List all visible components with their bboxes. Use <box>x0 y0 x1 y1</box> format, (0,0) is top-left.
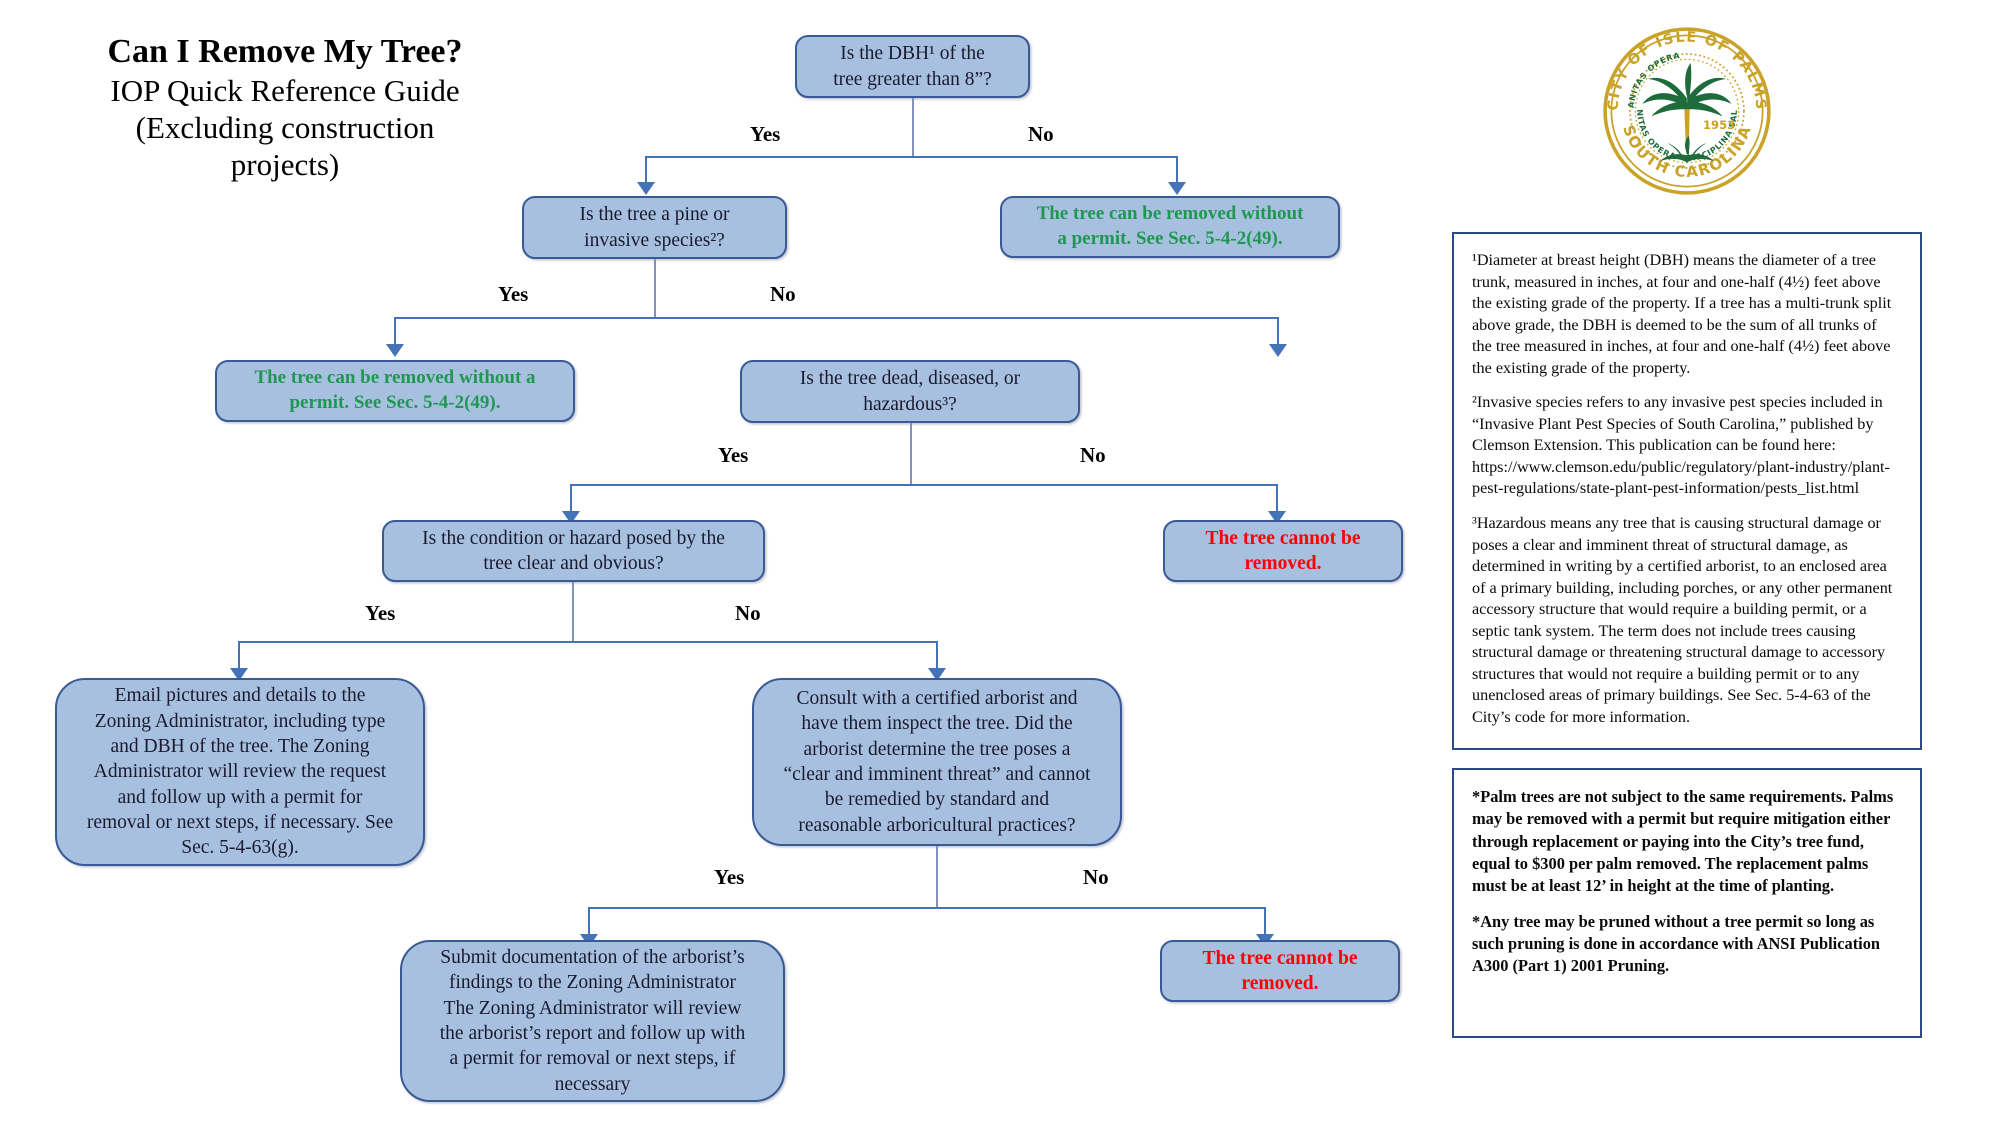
arrow-dbh-yes <box>637 182 655 195</box>
node-action-submit-documentation[interactable]: Submit documentation of the arborist’s f… <box>400 940 785 1102</box>
connector-dbh-bus <box>645 156 1178 159</box>
node-dbh-line2: tree greater than 8”? <box>833 68 992 90</box>
node-dead-line2: hazardous³? <box>863 393 957 415</box>
node-pine-line2: invasive species²? <box>584 229 725 251</box>
label-dbh-yes: Yes <box>750 122 781 146</box>
footnotes-panel: ¹Diameter at breast height (DBH) means t… <box>1452 232 1922 750</box>
arborist-line4: “clear and imminent threat” and cannot <box>783 764 1091 785</box>
connector-dead-no-drop <box>1276 484 1279 516</box>
arborist-line3: arborist determine the tree poses a <box>803 738 1071 760</box>
result-removable-right-line1: The tree can be removed without <box>1036 203 1304 225</box>
connector-dbh-stem <box>912 98 914 157</box>
arborist-line5: be remedied by standard and <box>824 789 1050 811</box>
city-seal-logo: CITY OF ISLE OF PALMS SOUTH CAROLINA SAN… <box>1592 15 1782 200</box>
connector-arborist-no-drop <box>1264 907 1267 939</box>
submit-line1: Submit documentation of the arborist’s <box>440 946 745 968</box>
result-cannot-bottom-line1: The tree cannot be <box>1202 947 1358 969</box>
connector-arborist-bus <box>588 907 1266 910</box>
connector-dbh-no-drop <box>1176 156 1179 187</box>
email-line1: Email pictures and details to the <box>114 685 366 707</box>
result-removable-right-line2: a permit. See Sec. 5-4-2(49). <box>1057 228 1283 249</box>
email-line7: Sec. 5-4-63(g). <box>181 837 299 859</box>
label-pine-no: No <box>770 282 796 306</box>
connector-dead-yes-drop <box>570 484 573 516</box>
arrow-clear-yes <box>230 668 248 681</box>
label-dbh-no: No <box>1028 122 1054 146</box>
submit-line3: The Zoning Administrator will review <box>443 997 742 1019</box>
palm-note: *Palm trees are not subject to the same … <box>1472 787 1894 896</box>
arborist-line1: Consult with a certified arborist and <box>796 687 1078 709</box>
result-cannot-bottom-line2: removed. <box>1241 973 1319 994</box>
result-cannot-mid-line2: removed. <box>1244 553 1322 574</box>
node-result-cannot-remove-bottom[interactable]: The tree cannot be removed. <box>1160 940 1400 1002</box>
node-action-email-zoning[interactable]: Email pictures and details to the Zoning… <box>55 678 425 866</box>
title-line-1: Can I Remove My Tree? <box>107 33 463 70</box>
connector-pine-yes-drop <box>394 317 397 349</box>
footnote-2: ²Invasive species refers to any invasive… <box>1472 393 1890 498</box>
node-question-dbh[interactable]: Is the DBH¹ of the tree greater than 8”? <box>795 35 1030 98</box>
connector-arborist-stem <box>936 846 938 908</box>
arrow-dbh-no <box>1168 182 1186 195</box>
connector-clear-no-drop <box>936 641 939 673</box>
connector-dead-stem <box>910 423 912 485</box>
node-question-pine-invasive[interactable]: Is the tree a pine or invasive species²? <box>522 196 787 259</box>
pruning-note: *Any tree may be pruned without a tree p… <box>1472 911 1881 976</box>
arrow-pine-no <box>1269 344 1287 357</box>
submit-line4: the arborist’s report and follow up with <box>439 1023 746 1044</box>
label-dead-yes: Yes <box>718 443 749 467</box>
email-line4: Administrator will review the request <box>93 761 387 783</box>
label-clear-no: No <box>735 601 761 625</box>
node-clear-line1: Is the condition or hazard posed by the <box>422 527 725 549</box>
connector-clear-bus <box>238 641 938 644</box>
label-pine-yes: Yes <box>498 282 529 306</box>
seal-year: 1953 <box>1703 118 1735 132</box>
email-line6: removal or next steps, if necessary. See <box>86 812 394 834</box>
footnote-3: ³Hazardous means any tree that is causin… <box>1472 514 1893 726</box>
arrow-clear-no <box>928 668 946 681</box>
connector-clear-stem <box>572 582 574 642</box>
node-question-dead-diseased[interactable]: Is the tree dead, diseased, or hazardous… <box>740 360 1080 423</box>
label-arborist-yes: Yes <box>714 865 745 889</box>
arborist-line2: have them inspect the tree. Did the <box>801 713 1073 735</box>
title-line-2: IOP Quick Reference Guide <box>110 73 460 109</box>
email-line3: and DBH of the tree. The Zoning <box>110 735 370 757</box>
label-clear-yes: Yes <box>365 601 396 625</box>
node-dbh-line1: Is the DBH¹ of the <box>840 43 985 65</box>
title-line-4: projects) <box>230 147 340 183</box>
footnote-1: ¹Diameter at breast height (DBH) means t… <box>1472 251 1892 377</box>
connector-pine-bus <box>394 317 1279 320</box>
node-result-cannot-remove-mid[interactable]: The tree cannot be removed. <box>1163 520 1403 582</box>
connector-pine-no-drop <box>1277 317 1280 349</box>
submit-line2: findings to the Zoning Administrator <box>448 972 737 994</box>
submit-line5: a permit for removal or next steps, if <box>449 1048 736 1070</box>
result-removable-left-line1: The tree can be removed without a <box>254 367 536 389</box>
node-question-arborist[interactable]: Consult with a certified arborist and ha… <box>752 678 1122 846</box>
connector-dead-bus <box>570 484 1278 487</box>
node-pine-line1: Is the tree a pine or <box>579 204 730 226</box>
result-removable-left-line2: permit. See Sec. 5-4-2(49). <box>289 392 501 413</box>
arrow-pine-yes <box>386 344 404 357</box>
label-arborist-no: No <box>1083 865 1109 889</box>
node-clear-line2: tree clear and obvious? <box>483 553 664 574</box>
node-result-removable-right[interactable]: The tree can be removed without a permit… <box>1000 196 1340 258</box>
result-cannot-mid-line1: The tree cannot be <box>1205 527 1361 549</box>
node-dead-line1: Is the tree dead, diseased, or <box>799 368 1021 390</box>
connector-clear-yes-drop <box>238 641 241 673</box>
title-line-3: (Excluding construction <box>135 110 435 146</box>
connector-dbh-yes-drop <box>645 156 648 187</box>
arborist-line6: reasonable arboricultural practices? <box>798 814 1076 836</box>
node-result-removable-left[interactable]: The tree can be removed without a permit… <box>215 360 575 422</box>
palm-and-pruning-panel: *Palm trees are not subject to the same … <box>1452 768 1922 1038</box>
connector-pine-stem <box>654 259 656 318</box>
email-line2: Zoning Administrator, including type <box>94 710 386 732</box>
node-question-clear-obvious[interactable]: Is the condition or hazard posed by the … <box>382 520 765 582</box>
page-title: Can I Remove My Tree? IOP Quick Referenc… <box>40 32 530 184</box>
email-line5: and follow up with a permit for <box>117 786 363 808</box>
label-dead-no: No <box>1080 443 1106 467</box>
connector-arborist-yes-drop <box>588 907 591 939</box>
submit-line6: necessary <box>554 1073 631 1095</box>
